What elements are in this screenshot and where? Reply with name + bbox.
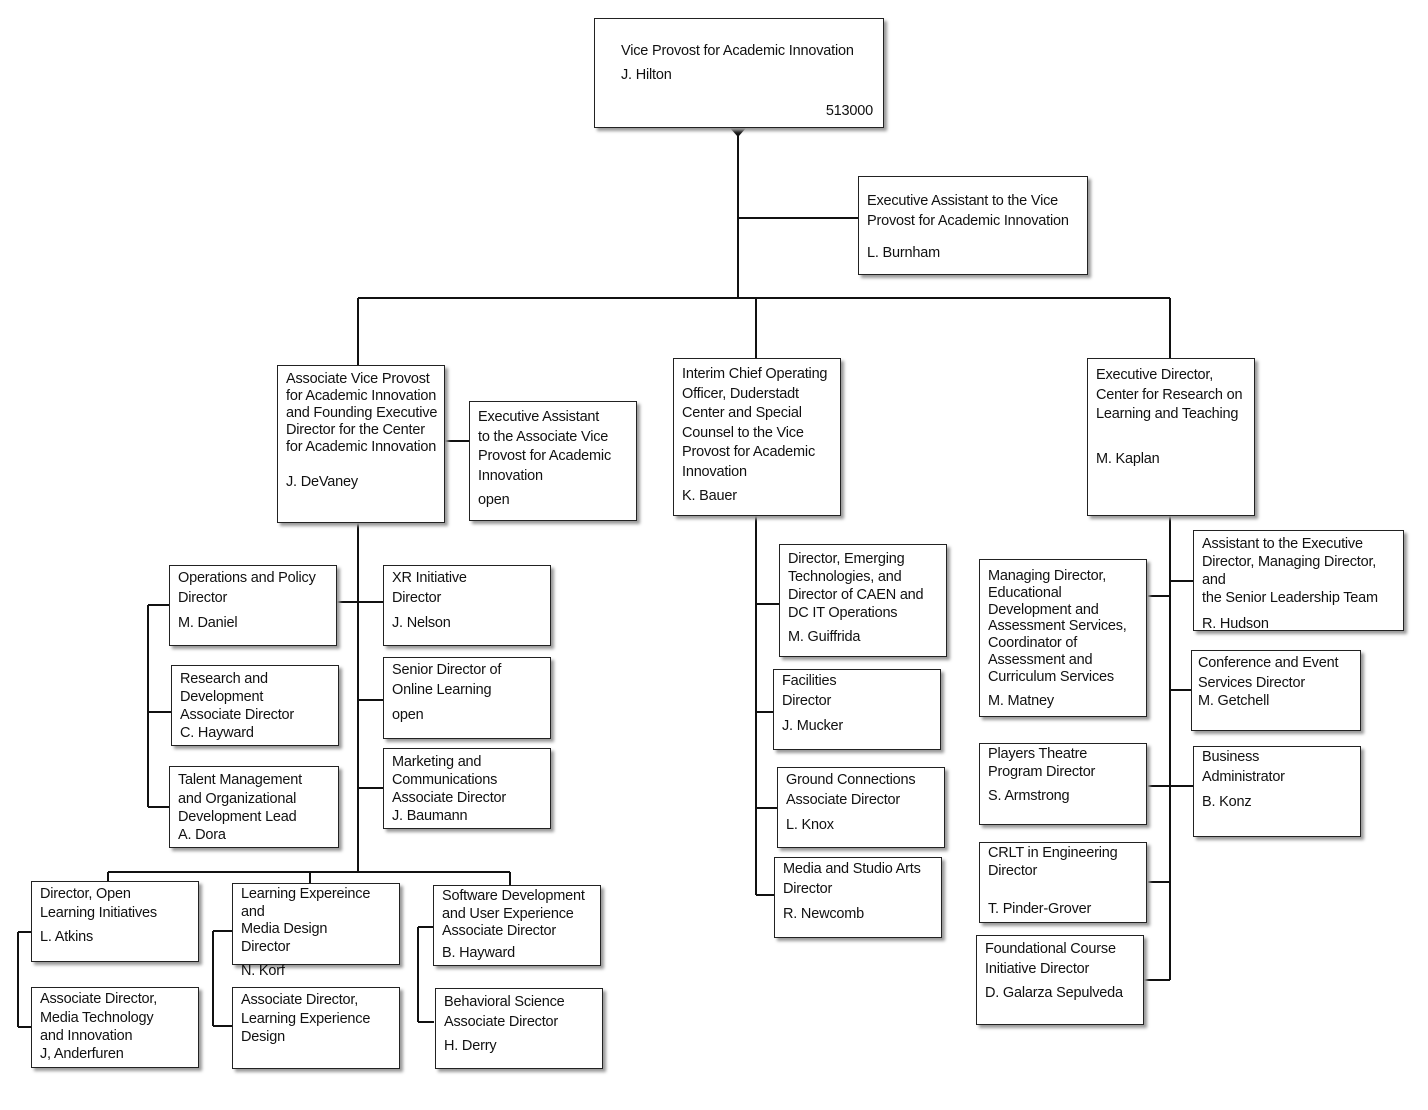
xr-initiative-box: XR Initiative Director J. Nelson bbox=[383, 565, 551, 646]
open-learning-person: L. Atkins bbox=[40, 929, 94, 945]
exec-assistant-vp-person: L. Burnham bbox=[867, 245, 940, 261]
exec-assistant-vp-box: Executive Assistant to the Vice Provost … bbox=[858, 176, 1088, 275]
assistant-executive-person: R. Hudson bbox=[1202, 616, 1269, 632]
xr-initiative-title: XR Initiative Director bbox=[392, 570, 467, 606]
marketing-title: Marketing and Communications Associate D… bbox=[392, 754, 507, 806]
learning-experience-person: N. Korf bbox=[241, 963, 285, 979]
coo-box: Interim Chief Operating Officer, Duderst… bbox=[673, 358, 841, 516]
business-administrator-title: Business Administrator bbox=[1202, 749, 1285, 785]
conference-event-title: Conference and Event Services Director bbox=[1198, 655, 1339, 691]
business-administrator-person: B. Konz bbox=[1202, 794, 1252, 810]
open-learning-box: Director, Open Learning Initiatives L. A… bbox=[31, 881, 199, 962]
assistant-executive-box: Assistant to the Executive Director, Man… bbox=[1193, 530, 1404, 632]
ground-connections-person: L. Knox bbox=[786, 817, 834, 833]
crlt-engineering-person: T. Pinder-Grover bbox=[988, 901, 1092, 917]
coo-person: K. Bauer bbox=[682, 488, 737, 504]
talent-management-person: A. Dora bbox=[178, 826, 226, 843]
research-development-person: C. Hayward bbox=[180, 725, 254, 741]
vice-provost-person: J. Hilton bbox=[621, 67, 672, 83]
players-theatre-person: S. Armstrong bbox=[988, 788, 1070, 804]
research-development-box: Research and Development Associate Direc… bbox=[171, 665, 339, 746]
avp-title: Associate Vice Provost for Academic Inno… bbox=[286, 371, 438, 455]
crlt-engineering-box: CRLT in Engineering Director T. Pinder-G… bbox=[979, 842, 1147, 923]
operations-person: M. Daniel bbox=[178, 615, 238, 631]
vice-provost-box: Vice Provost for Academic Innovation J. … bbox=[594, 18, 884, 128]
software-development-person: B. Hayward bbox=[442, 944, 515, 961]
media-technology-title: Associate Director, Media Technology and… bbox=[40, 991, 158, 1044]
foundational-course-box: Foundational Course Initiative Director … bbox=[976, 935, 1144, 1025]
crlt-executive-box: Executive Director, Center for Research … bbox=[1087, 358, 1255, 516]
ground-connections-box: Ground Connections Associate Director L.… bbox=[777, 767, 945, 848]
connector-arrow bbox=[730, 128, 746, 137]
learning-experience-title: Learning Expereince and Media Design Dir… bbox=[241, 886, 371, 955]
research-development-title: Research and Development Associate Direc… bbox=[180, 671, 295, 723]
players-theatre-title: Players Theatre Program Director bbox=[988, 746, 1096, 780]
managing-director-person: M. Matney bbox=[988, 692, 1054, 709]
online-learning-person: open bbox=[392, 707, 424, 723]
behavioral-science-title: Behavioral Science Associate Director bbox=[444, 994, 565, 1030]
exec-assistant-avp-box: Executive Assistant to the Associate Vic… bbox=[469, 401, 637, 521]
media-technology-box: Associate Director, Media Technology and… bbox=[31, 987, 199, 1068]
crlt-engineering-title: CRLT in Engineering Director bbox=[988, 845, 1118, 879]
facilities-person: J. Mucker bbox=[782, 718, 844, 734]
facilities-title: Facilities Director bbox=[782, 673, 837, 709]
talent-management-title: Talent Management and Organizational Dev… bbox=[178, 772, 302, 825]
assistant-executive-title: Assistant to the Executive Director, Man… bbox=[1202, 536, 1378, 606]
behavioral-science-person: H. Derry bbox=[444, 1038, 497, 1054]
media-technology-person: J, Anderfuren bbox=[40, 1045, 124, 1062]
conference-event-person: M. Getchell bbox=[1198, 693, 1270, 709]
exec-assistant-avp-title: Executive Assistant to the Associate Vic… bbox=[478, 409, 611, 484]
emerging-technologies-person: M. Guiffrida bbox=[788, 629, 861, 645]
vice-provost-title: Vice Provost for Academic Innovation bbox=[621, 43, 854, 59]
marketing-box: Marketing and Communications Associate D… bbox=[383, 748, 551, 829]
ground-connections-title: Ground Connections Associate Director bbox=[786, 772, 916, 808]
media-studio-arts-box: Media and Studio Arts Director R. Newcom… bbox=[774, 857, 942, 938]
foundational-course-title: Foundational Course Initiative Director bbox=[985, 941, 1116, 977]
operations-box: Operations and Policy Director M. Daniel bbox=[169, 565, 337, 646]
conference-event-box: Conference and Event Services Director M… bbox=[1191, 650, 1361, 731]
software-development-title: Software Development and User Experience… bbox=[442, 888, 585, 939]
crlt-executive-person: M. Kaplan bbox=[1096, 450, 1160, 467]
marketing-person: J. Baumann bbox=[392, 808, 468, 824]
business-administrator-box: Business Administrator B. Konz bbox=[1193, 746, 1361, 837]
learning-experience-assoc-box: Associate Director, Learning Experience … bbox=[232, 987, 400, 1069]
operations-title: Operations and Policy Director bbox=[178, 570, 316, 606]
avp-person: J. DeVaney bbox=[286, 474, 358, 490]
talent-management-box: Talent Management and Organizational Dev… bbox=[169, 766, 339, 848]
emerging-technologies-title: Director, Emerging Technologies, and Dir… bbox=[788, 551, 924, 621]
media-studio-arts-title: Media and Studio Arts Director bbox=[783, 861, 921, 897]
learning-experience-assoc-title: Associate Director, Learning Experience … bbox=[241, 992, 371, 1045]
online-learning-box: Senior Director of Online Learning open bbox=[383, 657, 551, 739]
behavioral-science-box: Behavioral Science Associate Director H.… bbox=[435, 988, 603, 1069]
foundational-course-person: D. Galarza Sepulveda bbox=[985, 985, 1123, 1001]
media-studio-arts-person: R. Newcomb bbox=[783, 906, 864, 922]
facilities-box: Facilities Director J. Mucker bbox=[773, 669, 941, 750]
xr-initiative-person: J. Nelson bbox=[392, 615, 451, 631]
learning-experience-box: Learning Expereince and Media Design Dir… bbox=[232, 883, 400, 979]
crlt-executive-title: Executive Director, Center for Research … bbox=[1096, 367, 1243, 422]
exec-assistant-vp-title: Executive Assistant to the Vice Provost … bbox=[867, 193, 1069, 229]
coo-title: Interim Chief Operating Officer, Duderst… bbox=[682, 366, 828, 480]
exec-assistant-avp-person: open bbox=[478, 492, 510, 508]
vice-provost-code: 513000 bbox=[825, 103, 873, 119]
emerging-technologies-box: Director, Emerging Technologies, and Dir… bbox=[779, 544, 947, 657]
players-theatre-box: Players Theatre Program Director S. Arms… bbox=[979, 743, 1147, 825]
managing-director-box: Managing Director, Educational Developme… bbox=[979, 559, 1147, 717]
open-learning-title: Director, Open Learning Initiatives bbox=[40, 886, 157, 921]
avp-box: Associate Vice Provost for Academic Inno… bbox=[277, 365, 445, 523]
software-development-box: Software Development and User Experience… bbox=[433, 885, 601, 966]
online-learning-title: Senior Director of Online Learning bbox=[392, 662, 502, 698]
managing-director-title: Managing Director, Educational Developme… bbox=[988, 568, 1127, 685]
